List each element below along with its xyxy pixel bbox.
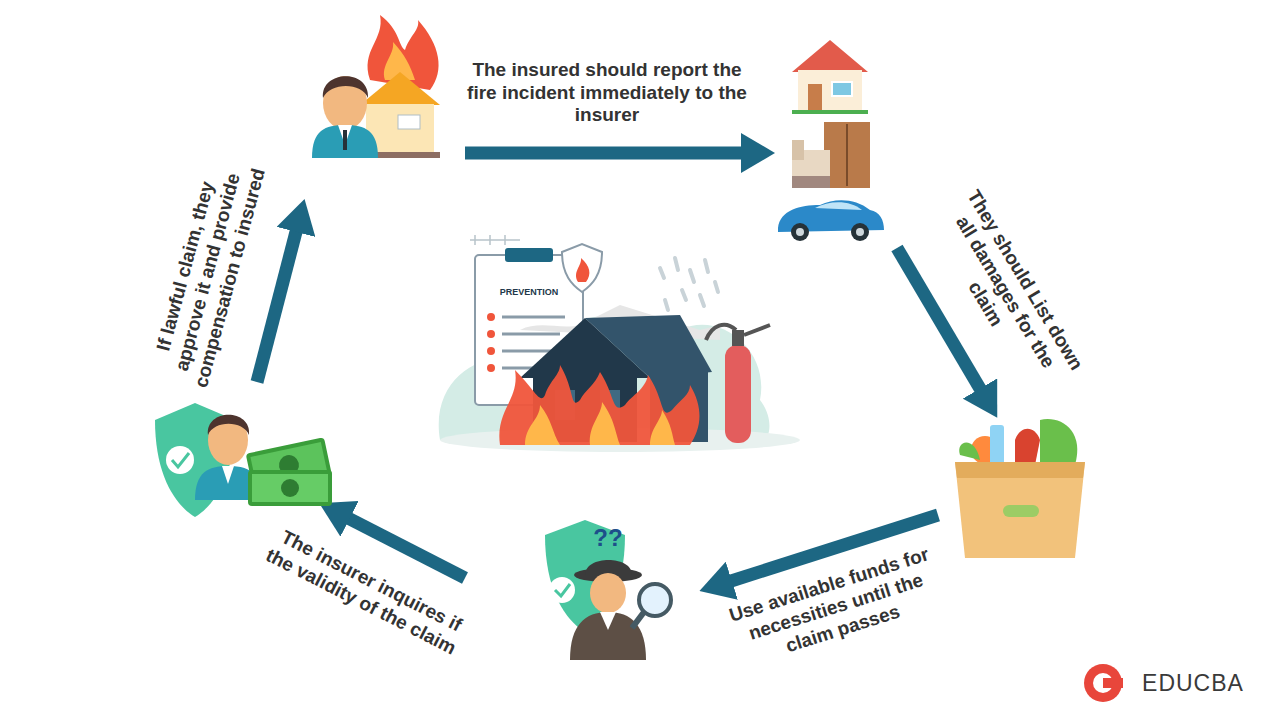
grocery-bag-icon <box>955 419 1085 558</box>
property-icons-part <box>796 228 804 236</box>
cycle-arrows <box>257 153 982 582</box>
investigator-icon-part <box>585 560 632 575</box>
fire-prevention-illustration-part <box>499 365 699 445</box>
fire-prevention-illustration-part-part <box>675 258 678 270</box>
insured-fire-icon-part <box>312 125 378 158</box>
property-icons-part <box>851 223 869 241</box>
compensation-icon-part <box>208 415 249 435</box>
fire-prevention-illustration-part <box>562 244 602 292</box>
grocery-bag-icon-part <box>1015 429 1040 465</box>
property-icons-part <box>815 202 862 210</box>
fire-prevention-illustration-part-part <box>504 235 506 245</box>
fire-prevention-illustration-part-part <box>487 347 495 355</box>
fire-prevention-illustration-part-part <box>700 295 704 306</box>
fire-prevention-illustration-part-part <box>715 282 718 292</box>
investigator-icon <box>545 520 671 660</box>
grocery-bag-icon-part <box>990 425 1004 465</box>
fire-prevention-illustration-part-part <box>660 268 664 278</box>
fire-prevention-illustration-part <box>660 258 718 310</box>
property-icons-part <box>791 223 809 241</box>
compensation-icon-part <box>252 474 328 502</box>
clipboard-heading: PREVENTION <box>479 287 579 298</box>
grocery-bag-icon-part <box>955 462 1085 558</box>
step-label: The insurer inquires if the validity of … <box>257 521 476 662</box>
grocery-bag-icon-part <box>955 462 1085 478</box>
investigator-icon-part <box>600 612 616 630</box>
fire-prevention-illustration-part-part <box>487 330 495 338</box>
grocery-bag-icon-part <box>1040 419 1077 465</box>
fire-prevention-illustration-part <box>505 248 553 262</box>
insured-fire-icon-part <box>398 115 420 129</box>
fire-prevention-illustration-part-part <box>487 364 495 372</box>
property-icons-part <box>832 82 852 96</box>
fire-prevention-illustration-part-part <box>665 300 668 310</box>
logo-mark-part <box>1084 664 1122 702</box>
cycle-arrows-part <box>257 228 297 382</box>
property-icons-part <box>824 122 870 188</box>
fire-prevention-illustration-part <box>585 315 712 378</box>
fire-prevention-illustration-part-part <box>682 290 686 300</box>
investigator-icon-part <box>549 577 575 603</box>
investigator-icon-part <box>570 612 646 660</box>
insured-fire-icon-part <box>360 72 440 105</box>
step-label: If lawful claim, they approve it and pro… <box>144 146 273 397</box>
property-icons <box>778 40 884 241</box>
compensation-icon-part <box>222 466 234 484</box>
brand-name: EDUCBA <box>1128 670 1258 698</box>
compensation-icon <box>155 403 332 517</box>
compensation-icon-part <box>248 470 332 506</box>
property-icons-part <box>792 110 868 114</box>
fire-prevention-illustration-part <box>470 235 520 245</box>
logo-mark-part <box>1103 678 1123 688</box>
compensation-icon-part <box>172 453 189 467</box>
fire-prevention-illustration-part <box>576 258 589 282</box>
step-label: Use available funds for necessities unti… <box>715 539 957 674</box>
property-icons-part <box>808 84 822 112</box>
compensation-icon-part <box>281 479 299 497</box>
fire-prevention-illustration-part-part <box>489 235 491 245</box>
investigator-icon-part <box>555 584 570 596</box>
grocery-bag-icon-part <box>959 443 980 461</box>
fire-prevention-illustration-part-part <box>690 270 694 282</box>
property-icons-part <box>856 228 864 236</box>
insured-fire-icon-part <box>323 76 368 98</box>
property-icons-part <box>792 40 868 72</box>
cycle-arrows-part <box>465 147 745 160</box>
fire-prevention-illustration-part-part <box>502 333 560 336</box>
property-icons-part <box>792 176 830 188</box>
property-icons-part <box>846 124 848 186</box>
fire-prevention-illustration-part <box>706 325 770 340</box>
fire-prevention-illustration-part <box>732 330 744 346</box>
insured-fire-icon <box>312 15 440 158</box>
compensation-icon-part <box>166 446 194 474</box>
fire-prevention-illustration-part <box>487 313 495 372</box>
step-label: The insured should report the fire incid… <box>462 59 752 127</box>
fire-prevention-illustration-part <box>525 402 675 445</box>
fire-prevention-illustration-part-part <box>705 260 708 272</box>
investigator-icon-part <box>639 584 671 616</box>
fire-prevention-illustration-part <box>725 345 751 443</box>
logo-mark <box>1084 664 1123 702</box>
fire-prevention-illustration-part-part <box>474 235 476 245</box>
insured-fire-icon-part <box>343 130 347 150</box>
fire-prevention-illustration-part-part <box>502 316 565 319</box>
grocery-bag-icon-part <box>1003 505 1039 517</box>
investigator-icon-part <box>590 573 626 613</box>
property-icons-part <box>792 140 804 160</box>
fire-prevention-illustration <box>439 235 800 452</box>
step-label: They should List down all damages for th… <box>919 180 1091 404</box>
property-icons-part <box>798 70 862 112</box>
fire-prevention-illustration-part-part <box>487 313 495 321</box>
question-marks: ?? <box>578 524 638 553</box>
fire-prevention-illustration-part-part <box>470 239 520 241</box>
investigator-icon-part <box>632 612 644 628</box>
